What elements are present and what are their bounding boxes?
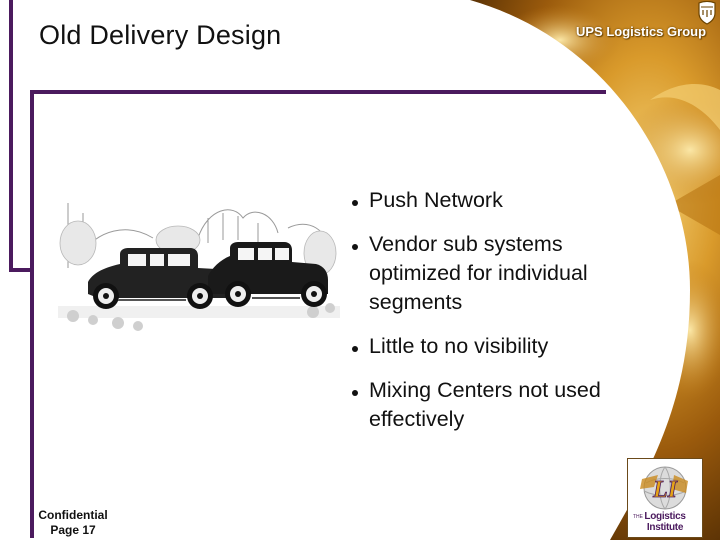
brand-logo-text: UPS Logistics Group xyxy=(576,24,707,39)
bullet-item: Mixing Centers not used effectively xyxy=(348,376,638,434)
logo-name-text: Logistics Institute xyxy=(644,511,686,533)
bullet-text: Push Network xyxy=(369,188,503,212)
bullet-dot-icon xyxy=(352,200,358,206)
slide-title: Old Delivery Design xyxy=(39,20,282,50)
frame-line-inner-vertical xyxy=(30,90,34,538)
vintage-cars-illustration xyxy=(58,203,340,331)
footer-confidential-label: Confidential xyxy=(38,508,108,522)
bullet-text: Mixing Centers not used effectively xyxy=(369,378,601,431)
footer-page-number: Page 17 xyxy=(50,523,96,537)
bullet-item: Vendor sub systems optimized for individ… xyxy=(348,230,638,317)
frame-line-short-horizontal xyxy=(9,268,33,272)
bullet-text: Little to no visibility xyxy=(369,334,549,358)
frame-line-left-top xyxy=(9,0,13,272)
footer-confidential: Confidential Page 17 xyxy=(36,508,110,538)
bullet-dot-icon xyxy=(352,244,358,250)
bullet-list: Push Network Vendor sub systems optimize… xyxy=(348,186,638,449)
logistics-institute-logo: LI THE Logistics Institute xyxy=(627,458,703,538)
bullet-item: Little to no visibility xyxy=(348,332,638,361)
bullet-item: Push Network xyxy=(348,186,638,215)
bullet-dot-icon xyxy=(352,346,358,352)
logo-monogram: LI xyxy=(652,477,679,503)
bullet-dot-icon xyxy=(352,390,358,396)
logo-the-text: THE xyxy=(633,514,643,520)
frame-line-top-horizontal xyxy=(30,90,606,94)
ups-shield-icon xyxy=(698,1,716,25)
bullet-text: Vendor sub systems optimized for individ… xyxy=(369,232,588,314)
globe-monogram-icon: LI xyxy=(640,466,688,510)
